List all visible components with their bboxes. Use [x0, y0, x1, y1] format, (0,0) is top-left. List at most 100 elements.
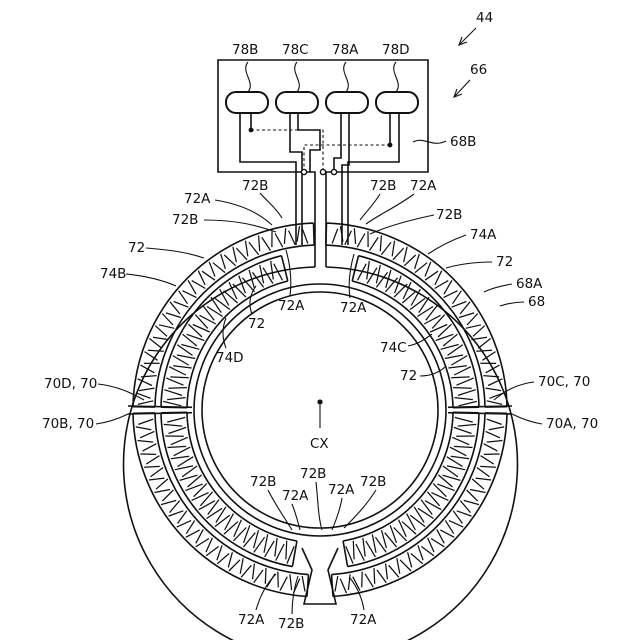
- label-78A: 78A: [332, 42, 359, 58]
- element-outer-bl-finger: [162, 490, 173, 501]
- element-74D-finger: [173, 366, 192, 368]
- element-74B-finger: [275, 234, 283, 248]
- element-74C-cap-start: [352, 256, 358, 281]
- element-outer-br-finger: [476, 478, 492, 480]
- element-outer-bl-finger: [156, 479, 168, 489]
- element-outer-br-finger: [467, 490, 478, 501]
- element-74A-finger: [459, 313, 474, 318]
- element-74C-finger: [457, 378, 474, 385]
- element-inner-br-finger: [454, 427, 472, 433]
- element-74B-finger: [259, 236, 260, 252]
- element-inner-br-finger: [447, 457, 463, 467]
- element-outer-bl-finger: [290, 574, 292, 590]
- element-outer-br-finger: [362, 572, 363, 588]
- element-outer-bl-finger: [161, 500, 176, 504]
- element-74D-finger: [170, 377, 189, 378]
- element-outer-br-finger: [377, 570, 386, 583]
- element-74B-finger: [155, 326, 167, 337]
- element-inner-bl-finger: [275, 538, 277, 557]
- element-outer-br-finger: [374, 568, 375, 584]
- element-outer-br-finger: [481, 456, 494, 464]
- element-74B-finger: [148, 350, 164, 351]
- element-outer-bl-finger: [146, 456, 159, 464]
- label-72-left: 72: [128, 240, 145, 256]
- label-72A-ul: 72A: [184, 191, 211, 207]
- element-outer-br-finger: [335, 576, 338, 592]
- element-outer-bl-finger: [136, 427, 152, 430]
- label-72B-ur: 72B: [370, 178, 396, 194]
- element-inner-bl-finger: [286, 541, 287, 560]
- label-72B-ur2: 72B: [436, 207, 462, 223]
- element-74B-finger: [233, 247, 237, 262]
- element-74B-finger: [139, 388, 155, 391]
- element-inner-br-finger: [450, 447, 467, 456]
- pad-78A: [326, 92, 368, 113]
- label-74B: 74B: [100, 266, 126, 282]
- label-72B-bl: 72B: [250, 474, 276, 490]
- element-outer-bl-outer-edge: [133, 413, 307, 596]
- element-inner-bl-finger: [264, 534, 268, 552]
- element-inner-bl-finger: [168, 446, 187, 447]
- element-outer-bl-finger: [265, 568, 266, 584]
- element-74D-finger: [166, 378, 183, 385]
- element-74D-finger: [177, 355, 195, 359]
- element-74C-finger: [453, 388, 472, 389]
- label-74A: 74A: [470, 227, 497, 243]
- element-74B-finger: [284, 228, 285, 244]
- label-74D: 74D: [216, 350, 244, 366]
- label-72A-bot-l: 72A: [238, 612, 265, 628]
- element-74C-finger: [459, 401, 477, 405]
- element-outer-br-finger: [486, 431, 500, 437]
- element-outer-bl-finger: [241, 565, 251, 577]
- element-outer-br-finger: [389, 565, 399, 577]
- label-72A-cr: 72A: [340, 300, 367, 316]
- element-74A-finger: [478, 339, 490, 349]
- element-outer-br-finger: [400, 560, 411, 571]
- reference-arrow-66: 66: [454, 62, 487, 97]
- element-74A-finger: [404, 255, 416, 266]
- element-inner-bl-finger: [174, 447, 191, 456]
- element-74A-finger: [466, 325, 481, 329]
- element-74A-finger: [473, 326, 485, 337]
- element-outer-br-finger: [397, 558, 400, 574]
- element-inner-bl-finger: [169, 427, 187, 433]
- pad-78D: [376, 92, 418, 113]
- element-inner-bl-finger: [180, 475, 198, 480]
- element-74D-finger: [167, 398, 186, 400]
- element-74B-finger: [141, 376, 157, 377]
- element-inner-bl-finger: [171, 456, 189, 458]
- element-74C-finger: [454, 398, 473, 400]
- element-inner-br-finger: [356, 544, 364, 561]
- element-74C-finger: [458, 390, 476, 396]
- element-74C-finger: [451, 377, 470, 378]
- element-74B-finger: [138, 401, 153, 405]
- element-inner-br-finger: [353, 541, 354, 560]
- label-68: 68: [528, 294, 545, 310]
- element-outer-br-finger: [365, 574, 373, 587]
- reference-arrow-44: 44: [459, 10, 493, 45]
- label-CX: CX: [310, 436, 329, 452]
- element-74A-finger: [487, 401, 502, 405]
- label-72A-ur: 72A: [410, 178, 437, 194]
- element-74A-finger: [370, 237, 379, 250]
- label-68B: 68B: [450, 134, 476, 150]
- element-74B-finger: [302, 229, 308, 244]
- label-72A-bl: 72A: [282, 488, 309, 504]
- element-74A-finger: [392, 241, 394, 257]
- label-70B: 70B, 70: [42, 416, 94, 432]
- element-74D-finger: [168, 388, 187, 389]
- label-78D: 78D: [382, 42, 410, 58]
- element-outer-br-finger: [487, 441, 503, 443]
- element-74B-finger: [236, 248, 247, 260]
- element-inner-br-finger: [451, 456, 469, 458]
- element-74B-cap-start: [314, 223, 315, 245]
- element-74B-finger: [141, 365, 155, 373]
- element-outer-bl-finger: [302, 576, 305, 592]
- element-74B-finger: [289, 231, 296, 245]
- electrode-pads: 78B 78C 78A 78D: [226, 42, 418, 113]
- element-inner-bl-finger: [178, 457, 194, 467]
- element-outer-bl-finger: [144, 466, 160, 467]
- element-74B-finger: [224, 255, 236, 266]
- label-72B-br: 72B: [360, 474, 386, 490]
- element-74A-finger: [380, 236, 381, 252]
